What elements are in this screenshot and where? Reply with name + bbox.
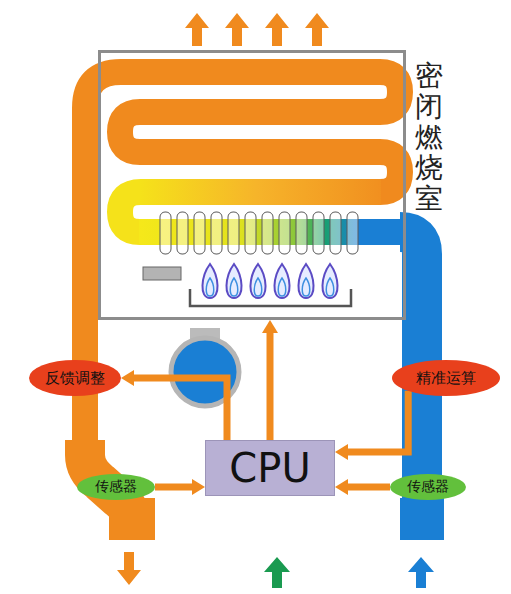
burner-tray	[190, 289, 351, 306]
signal-arrow	[262, 320, 278, 440]
hot-water-outlet	[109, 498, 155, 540]
feedback-ellipse: 反馈调整	[29, 360, 121, 396]
burner-flames	[202, 264, 337, 298]
node-label: 反馈调整	[45, 369, 105, 388]
signal-arrow	[335, 479, 390, 495]
gas-arrow	[264, 557, 290, 588]
hot-water-arrow	[117, 552, 141, 585]
igniter	[143, 267, 181, 280]
compute-ellipse: 精准运算	[392, 360, 500, 396]
heat-exchanger-fins	[160, 212, 358, 254]
combustion-chamber: 密闭燃烧室	[98, 50, 406, 320]
chamber-heading: 密闭燃烧室	[415, 61, 443, 215]
sensor-ellipse: 传感器	[77, 474, 155, 500]
node-label: 传感器	[407, 478, 449, 496]
cpu-box: CPU	[205, 440, 335, 496]
signal-arrow	[155, 479, 205, 495]
sensor-ellipse: 传感器	[390, 474, 466, 500]
cold-water-arrow	[408, 557, 434, 588]
signal-arrow	[335, 391, 408, 460]
node-label: 传感器	[95, 478, 137, 496]
node-label: 精准运算	[416, 369, 476, 388]
signal-arrow	[121, 370, 227, 440]
coil-pipe	[85, 72, 422, 520]
cold-water-inlet	[400, 498, 444, 540]
node-label: CPU	[229, 445, 310, 491]
exhaust-arrows	[185, 13, 329, 46]
